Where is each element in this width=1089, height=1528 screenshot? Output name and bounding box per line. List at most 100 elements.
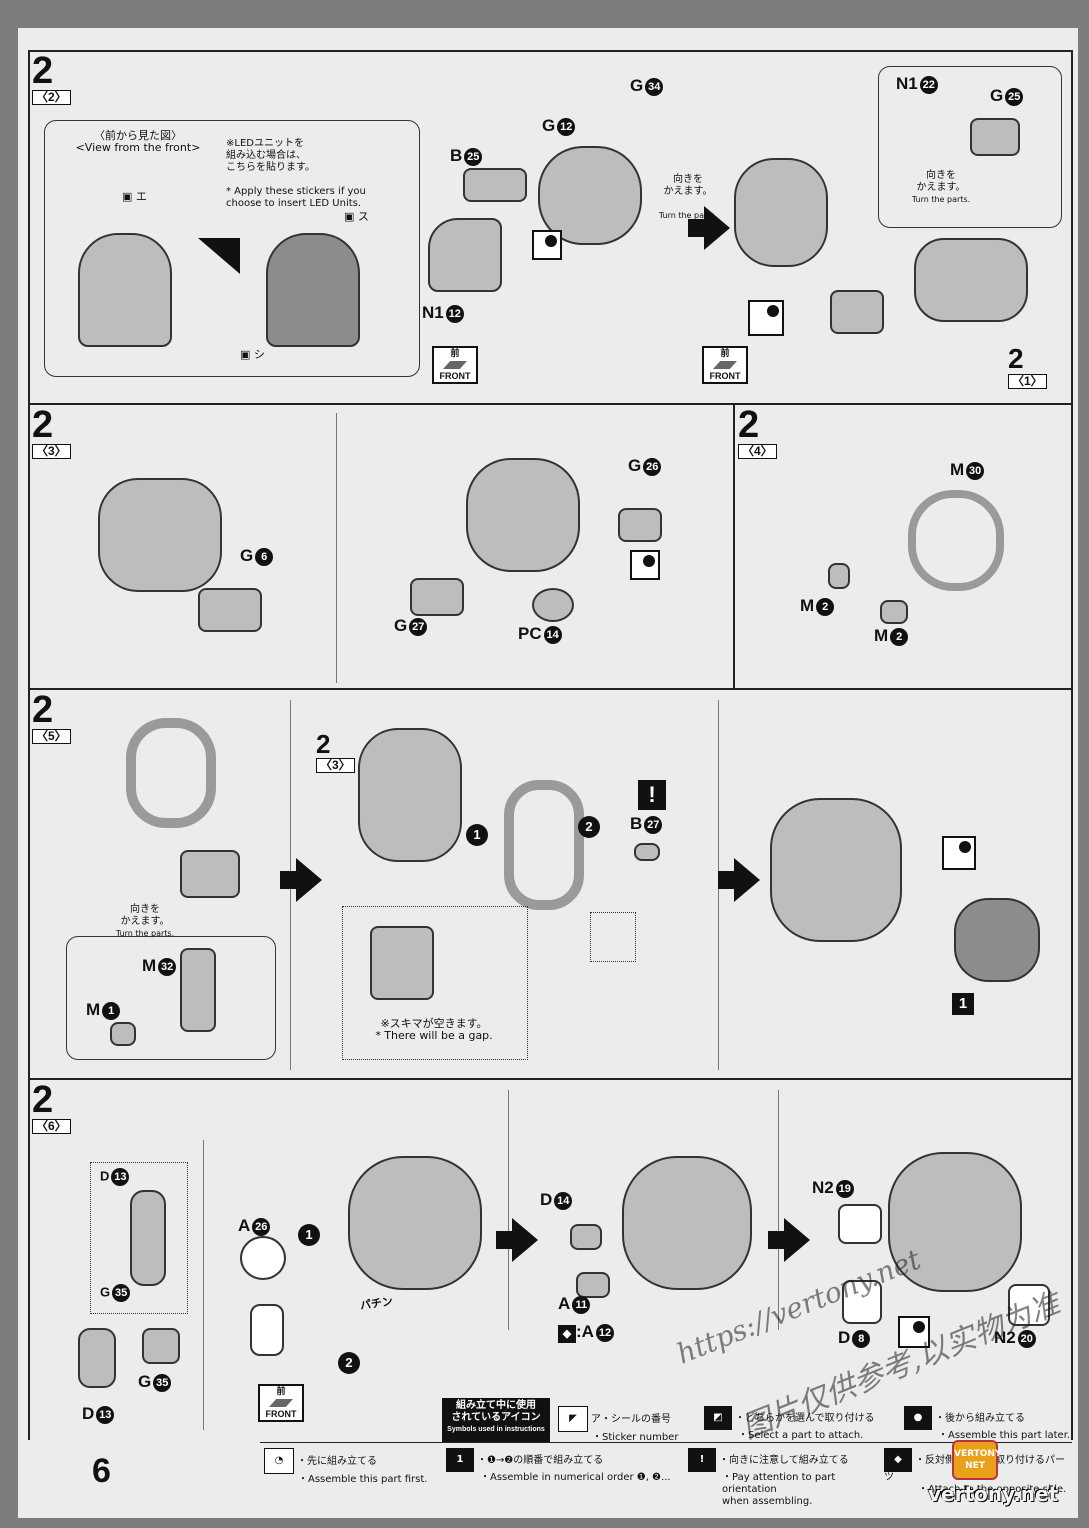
torso-assembly bbox=[348, 1156, 482, 1290]
part-g25 bbox=[970, 118, 1020, 156]
part-pc14 bbox=[532, 588, 574, 622]
site-watermark: vertony.net bbox=[928, 1482, 1059, 1506]
divider bbox=[28, 688, 1073, 690]
part-d13 bbox=[78, 1328, 116, 1388]
legend-first: ◔・先に組み立てる・Assemble this part first. bbox=[264, 1448, 440, 1486]
ring-part bbox=[504, 780, 584, 910]
divider bbox=[203, 1140, 204, 1430]
step-number: 2 〈2〉 bbox=[32, 52, 71, 106]
step-number: 2 〈3〉 bbox=[32, 406, 71, 460]
turn-parts-note: 向きを かえます。 Turn the parts. bbox=[115, 904, 175, 938]
legend-title: 組み立て中に使用 されているアイコン Symbols used in instr… bbox=[442, 1398, 550, 1442]
divider bbox=[778, 1090, 779, 1330]
part-g26 bbox=[618, 508, 662, 542]
instruction-page: 2 〈2〉 〈前から見た図〉 <View from the front> ※LE… bbox=[18, 28, 1078, 1518]
order-marker-2: 2 bbox=[578, 816, 600, 838]
orientation-icon: ! bbox=[638, 780, 666, 810]
torso-assembly bbox=[622, 1156, 752, 1290]
turn-parts-note: 向きを かえます。 Turn the parts. bbox=[911, 170, 971, 204]
reference-step: 2 〈1〉 bbox=[1008, 345, 1047, 390]
torso-front-view-led bbox=[266, 233, 360, 347]
next-step-arrow bbox=[718, 858, 760, 902]
torso-core-assembly bbox=[538, 146, 642, 245]
divider bbox=[28, 1078, 1073, 1080]
part-n1-12 bbox=[428, 218, 502, 292]
ring-part bbox=[126, 718, 216, 828]
assemble-later-icon bbox=[898, 1316, 930, 1348]
legend-later: ●・後から組み立てる・Assemble this part later. bbox=[904, 1406, 1072, 1442]
sticker-e-icon: ▣ エ bbox=[122, 190, 147, 203]
part-a11 bbox=[576, 1272, 610, 1298]
vertony-logo: VERTONY NET bbox=[952, 1440, 1001, 1480]
divider bbox=[336, 413, 337, 683]
click-sound: パチン bbox=[359, 1294, 394, 1313]
gap-note: ※スキマが空きます。 * There will be a gap. bbox=[375, 1017, 493, 1042]
part-n2-20 bbox=[1008, 1284, 1050, 1326]
front-view-inset bbox=[44, 120, 420, 377]
divider bbox=[28, 50, 30, 1440]
legend-order: 1・❶→❷の順番で組み立てる・Assemble in numerical ord… bbox=[446, 1448, 682, 1484]
step-number: 2 〈5〉 bbox=[32, 691, 71, 745]
next-step-arrow bbox=[688, 206, 730, 250]
order-marker-1: 1 bbox=[298, 1224, 320, 1246]
legend-select: ◩・どちらかを選んで取り付ける・Select a part to attach. bbox=[704, 1406, 892, 1442]
led-unit bbox=[954, 898, 1040, 982]
part-n2-19 bbox=[838, 1204, 882, 1244]
part-a26 bbox=[240, 1236, 286, 1280]
assemble-later-icon bbox=[748, 300, 784, 336]
bracket-part bbox=[180, 850, 240, 898]
divider bbox=[260, 1442, 1072, 1443]
led-unit-label: 1 bbox=[952, 993, 974, 1015]
divider bbox=[508, 1090, 509, 1330]
legend-orientation: !・向きに注意して組み立てる・Pay attention to part ori… bbox=[688, 1448, 878, 1508]
assemble-later-icon bbox=[942, 836, 976, 870]
reference-step: 2 〈3〉 bbox=[316, 731, 355, 774]
assemble-first-icon bbox=[630, 550, 660, 580]
legend-sticker: ◤ア・シールの番号・Sticker number bbox=[558, 1406, 706, 1444]
sticker-su-icon: ▣ ス bbox=[344, 210, 369, 223]
part-m32 bbox=[180, 948, 216, 1032]
part-g35 bbox=[142, 1328, 180, 1364]
part-b25 bbox=[463, 168, 527, 202]
part-d13-g35-inset bbox=[130, 1190, 166, 1286]
torso-assembly-side bbox=[466, 458, 580, 572]
part-b27-detail bbox=[590, 912, 636, 962]
gap-detail-part bbox=[370, 926, 434, 1000]
divider bbox=[28, 50, 1073, 52]
part-m2 bbox=[828, 563, 850, 589]
sub-assembly-2-1 bbox=[914, 238, 1028, 322]
order-marker-1: 1 bbox=[466, 824, 488, 846]
next-step-arrow bbox=[768, 1218, 810, 1262]
part-b27 bbox=[634, 843, 660, 861]
part-m1 bbox=[110, 1022, 136, 1046]
assemble-first-icon bbox=[532, 230, 562, 260]
next-step-arrow bbox=[280, 858, 322, 902]
torso-assembly bbox=[358, 728, 462, 862]
divider bbox=[733, 403, 735, 688]
step-number: 2 〈4〉 bbox=[738, 406, 777, 460]
